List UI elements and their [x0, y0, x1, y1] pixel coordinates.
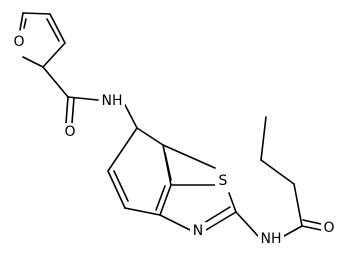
- bond-nh-2-carbonyl: [283, 225, 303, 237]
- atom-amide-nh-1: NH: [99, 92, 125, 110]
- bond-c2-n: [205, 211, 237, 231]
- bond-carbonyl-o-2: [301, 225, 322, 231]
- bond-nh-1-aryl: [123, 102, 138, 129]
- thiazole-nitrogen-label: N: [193, 223, 203, 239]
- amide-nh-1-label: NH: [102, 93, 123, 109]
- bond-benz-c4-c5-inner: [113, 170, 129, 202]
- bond-c-beta-c-gamma: [260, 116, 267, 161]
- atom-furan-oxygen: O: [11, 33, 27, 51]
- carbonyl-oxygen-1-label: O: [64, 124, 75, 140]
- atom-thiazole-nitrogen: N: [190, 222, 206, 240]
- carbonyl-oxygen-2-label: O: [323, 220, 334, 236]
- bond-benz-c7-double: [164, 152, 172, 181]
- atom-carbonyl-oxygen-2: O: [321, 219, 337, 237]
- bond-s-c2: [228, 192, 237, 213]
- bond-furan-c3-c4-inner: [46, 18, 60, 42]
- bonds: [19, 12, 322, 237]
- bond-benz-c7a-c3a-inner: [155, 185, 166, 211]
- bond-furan-c2-carbonyl: [42, 66, 69, 98]
- bond-benz-c3a-c4: [124, 207, 161, 216]
- bond-carbonyl-o-1-double: [71, 97, 75, 124]
- atom-thiazole-sulfur: S: [215, 171, 231, 191]
- bond-carbonyl-o-1: [65, 96, 69, 124]
- bond-furan-c4-c5: [22, 12, 51, 15]
- bond-benz-c6-c7: [136, 127, 164, 146]
- bond-carbonyl-o-2-double: [302, 219, 322, 225]
- bond-n-c3a: [159, 214, 191, 231]
- bond-c-alpha-c-beta: [260, 159, 295, 185]
- furan-oxygen-label: O: [13, 34, 24, 50]
- amide-nh-2-label: NH: [261, 231, 282, 247]
- bond-furan-o-c2: [22, 56, 44, 68]
- bond-c2-n-double: [203, 206, 231, 224]
- bond-carbonyl-c-alpha: [293, 183, 303, 227]
- bond-benz-c7a-c3a: [159, 184, 172, 216]
- bond-c2-nh-2: [235, 211, 259, 237]
- atom-labels: O O NH S N NH O: [11, 33, 337, 248]
- bond-furan-c2-c3: [42, 42, 66, 68]
- bond-furan-c5-o: [19, 12, 24, 31]
- atom-amide-nh-2: NH: [258, 230, 284, 248]
- bond-benz-c4-c5: [107, 170, 126, 209]
- bond-benz-c5-c6: [107, 127, 138, 172]
- bond-furan-c2-c5-double: [23, 18, 27, 29]
- atom-carbonyl-oxygen-1: O: [62, 123, 78, 141]
- bond-carbonyl-nh-1: [67, 96, 99, 101]
- bond-furan-c3-c4: [49, 13, 66, 44]
- thiazole-sulfur-label: S: [219, 173, 228, 189]
- bond-c7-s: [162, 144, 216, 169]
